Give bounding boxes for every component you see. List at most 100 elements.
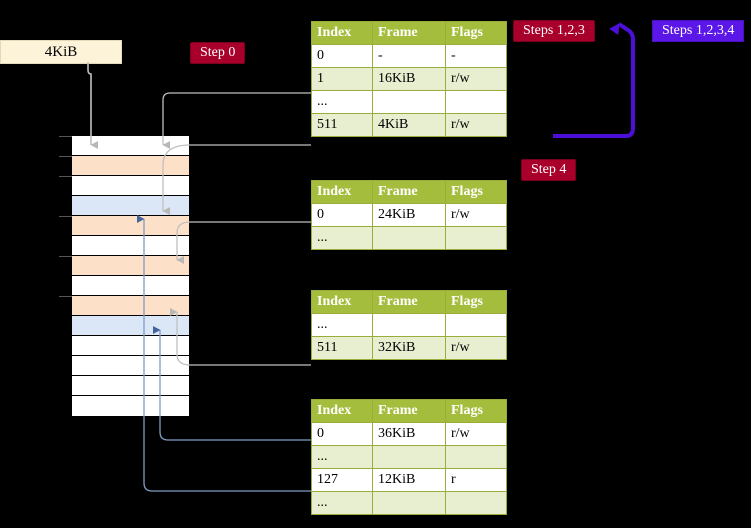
memory-row (59, 296, 189, 316)
memory-row (72, 376, 189, 396)
table-cell: r/w (445, 336, 507, 360)
memory-row (72, 356, 189, 376)
memory-row-tick (59, 216, 72, 217)
table-cell: r/w (445, 203, 507, 227)
step-4-pill: Step 4 (521, 159, 577, 181)
steps-1234-pill: Steps 1,2,3,4 (652, 20, 745, 42)
memory-row-tick (59, 296, 72, 297)
steps-123-pill: Steps 1,2,3 (513, 20, 595, 42)
table-row: ... (311, 445, 507, 469)
step-0-label: Step 0 (200, 45, 236, 60)
memory-row (59, 256, 189, 276)
column-header-frame: Frame (372, 399, 446, 423)
table-cell (372, 491, 446, 515)
column-header-index: Index (311, 290, 373, 314)
table-cell: 511 (311, 113, 373, 137)
steps-1234-label: Steps 1,2,3,4 (662, 23, 735, 38)
column-header-flags: Flags (445, 399, 507, 423)
table-cell: ... (311, 491, 373, 515)
memory-row-tick (59, 156, 72, 157)
table-cell: 4KiB (372, 113, 446, 137)
table-cell (445, 226, 507, 250)
table-row: ... (311, 226, 507, 250)
memory-row (72, 396, 189, 416)
table-cell: 16KiB (372, 67, 446, 91)
table-cell: 0 (311, 203, 373, 227)
memory-row-tick (59, 136, 72, 137)
table-row: ... (311, 313, 507, 337)
column-header-index: Index (311, 180, 373, 204)
table-cell: r/w (445, 422, 507, 446)
memory-row (59, 176, 189, 196)
table-row: 0-- (311, 44, 507, 68)
table-cell (445, 491, 507, 515)
memory-row (72, 236, 189, 256)
table-cell: - (372, 44, 446, 68)
table-row: ... (311, 491, 507, 515)
table-cell (372, 445, 446, 469)
step-0-pill: Step 0 (190, 42, 246, 64)
column-header-flags: Flags (445, 290, 507, 314)
table-cell (372, 313, 446, 337)
table-cell: 127 (311, 468, 373, 492)
table-cell: 1 (311, 67, 373, 91)
table-cell (372, 90, 446, 114)
table-cell: r (445, 468, 507, 492)
memory-column (59, 135, 190, 416)
memory-row (72, 336, 189, 356)
table-cell: 32KiB (372, 336, 446, 360)
column-header-frame: Frame (372, 21, 446, 45)
table-cell: r/w (445, 67, 507, 91)
table-cell: 511 (311, 336, 373, 360)
memory-row (72, 196, 189, 216)
arrow-table3-row511-to-memory (170, 308, 311, 366)
memory-row-tick (59, 176, 72, 177)
table-cell: ... (311, 445, 373, 469)
memory-row (72, 316, 189, 336)
table-row: ... (311, 90, 507, 114)
memory-row (72, 276, 189, 296)
table-cell: r/w (445, 113, 507, 137)
table-cell: 0 (311, 44, 373, 68)
table-cell: 36KiB (372, 422, 446, 446)
column-header-index: Index (311, 399, 373, 423)
table-cell (445, 90, 507, 114)
table-cell (445, 445, 507, 469)
arrow-4kib-to-memory (87, 62, 98, 149)
arrow-table2-row0-to-memory (176, 221, 311, 264)
column-header-flags: Flags (445, 21, 507, 45)
table-cell: 24KiB (372, 203, 446, 227)
memory-row (59, 136, 189, 156)
table-cell: 12KiB (372, 468, 446, 492)
table-cell (372, 226, 446, 250)
column-header-frame: Frame (372, 290, 446, 314)
column-header-flags: Flags (445, 180, 507, 204)
column-header-index: Index (311, 21, 373, 45)
size-box-4kib: 4KiB (0, 40, 122, 64)
table-cell: ... (311, 313, 373, 337)
table-cell: ... (311, 226, 373, 250)
table-cell: ... (311, 90, 373, 114)
table-cell: 0 (311, 422, 373, 446)
table-cell: - (445, 44, 507, 68)
column-header-frame: Frame (372, 180, 446, 204)
memory-row (59, 156, 189, 176)
size-box-label: 4KiB (44, 44, 78, 60)
step-4-label: Step 4 (531, 162, 567, 177)
memory-row (59, 216, 189, 236)
memory-row-tick (59, 256, 72, 257)
steps-123-label: Steps 1,2,3 (523, 23, 585, 38)
